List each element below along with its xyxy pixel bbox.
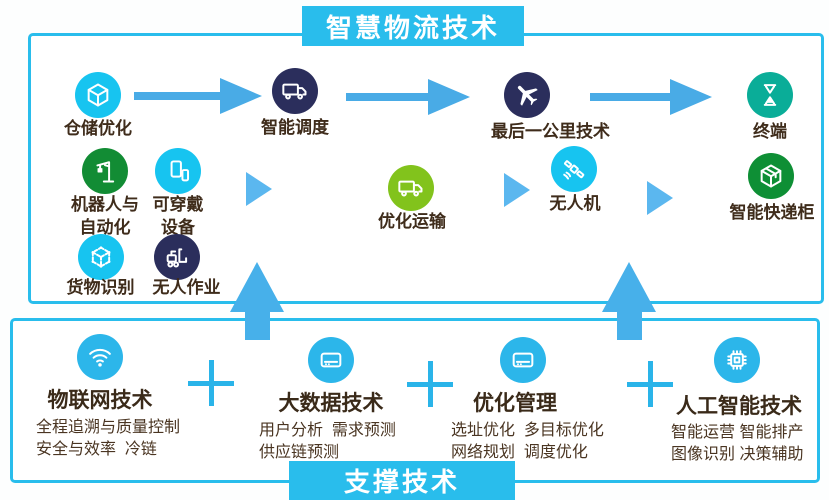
flow-arrow-3 (590, 93, 672, 101)
forklift-icon (163, 243, 191, 271)
iot-sub-line2: 安全与效率 冷链 (36, 441, 157, 458)
smart-locker-node (748, 153, 794, 199)
wearable-icon (164, 157, 192, 185)
flow-arrow-3-head (670, 79, 712, 115)
last-mile-node (504, 72, 550, 118)
plus-icon-3 (627, 361, 673, 407)
wearable-label-line2: 设备 (161, 218, 195, 237)
support-up-arrow-2 (602, 262, 656, 312)
top-banner: 智慧物流技术 (302, 6, 524, 46)
wearable-node (155, 148, 201, 194)
iot-title: 物联网技术 (47, 389, 153, 412)
cargo-recognition-node (78, 234, 124, 280)
wearable-label: 可穿戴 设备 (138, 193, 218, 239)
drive-icon (509, 346, 537, 374)
flow-arrow-2-head (428, 79, 470, 115)
transport-optimization-label: 优化运输 (360, 210, 464, 233)
hourglass-icon (756, 81, 784, 109)
cube-scan-icon (87, 243, 115, 271)
smart-dispatch-label: 智能调度 (261, 118, 329, 137)
robotics-label: 机器人与 自动化 (55, 193, 155, 239)
drone-node (551, 146, 597, 192)
ai-node (714, 337, 760, 383)
ai-title: 人工智能技术 (676, 395, 802, 418)
smart-locker-line1: 智能快递柜 (729, 203, 815, 222)
flow-arrow-2 (346, 93, 430, 101)
bigdata-title: 大数据技术 (278, 392, 384, 415)
cargo-recognition-label: 货物识别 (66, 278, 135, 297)
support-up-arrow-1 (230, 262, 284, 312)
drone-label-line1: 无人机 (549, 194, 601, 213)
plane-icon (513, 81, 541, 109)
package-icon (757, 162, 785, 190)
robotics-label-line2: 自动化 (79, 218, 131, 237)
plus-icon-2 (407, 361, 453, 407)
flow-arrow-1 (134, 92, 222, 100)
robotics-label-line1: 机器人与 (71, 195, 139, 214)
terminal-label: 终端 (753, 122, 787, 141)
flow-box (28, 33, 824, 304)
last-mile-label: 最后一公里技术 (491, 122, 610, 141)
iot-node (77, 334, 123, 380)
ai-sub-line2: 图像识别 决策辅助 (671, 446, 804, 463)
crane-icon (91, 157, 119, 185)
chip-icon (723, 346, 751, 374)
wifi-icon (86, 343, 114, 371)
satellite-icon (560, 155, 588, 183)
robotics-node (82, 148, 128, 194)
step-arrow-1 (246, 172, 272, 206)
iot-sub-line1: 全程追溯与质量控制 (36, 419, 181, 436)
step-arrow-3 (647, 181, 673, 215)
unmanned-operation-label: 无人作业 (152, 278, 221, 297)
drone-label: 无人机 (543, 192, 607, 215)
bottom-banner: 支撑技术 (289, 461, 515, 500)
truck-icon (281, 77, 309, 105)
wearable-label-line1: 可穿戴 (152, 195, 204, 214)
bigdata-node (308, 337, 354, 383)
optimization-title: 优化管理 (473, 392, 557, 415)
warehouse-optimization-label: 仓储优化 (64, 119, 132, 138)
terminal-node (747, 72, 793, 118)
cube-icon (84, 81, 112, 109)
drive-icon (317, 346, 345, 374)
flow-arrow-1-head (220, 78, 262, 114)
smart-dispatch-node (272, 68, 318, 114)
warehouse-optimization-node (75, 72, 121, 118)
bigdata-sub-line2: 供应链预测 (259, 444, 340, 461)
step-arrow-2 (504, 173, 530, 207)
plus-icon-1 (188, 360, 234, 406)
transport-optimization-node (388, 165, 434, 211)
unmanned-operation-node (154, 234, 200, 280)
optimization-sub-line1: 选址优化 多目标优化 (451, 422, 604, 439)
optimization-sub-line2: 网络规划 调度优化 (451, 444, 588, 461)
support-box (10, 318, 820, 483)
smart-locker-label: 智能快递柜 (722, 201, 822, 224)
ai-sub-line1: 智能运营 智能排产 (671, 424, 804, 441)
transport-optimization-line1: 优化运输 (378, 212, 446, 231)
truck-icon (397, 174, 425, 202)
optimization-node (500, 337, 546, 383)
bigdata-sub-line1: 用户分析 需求预测 (259, 422, 396, 439)
